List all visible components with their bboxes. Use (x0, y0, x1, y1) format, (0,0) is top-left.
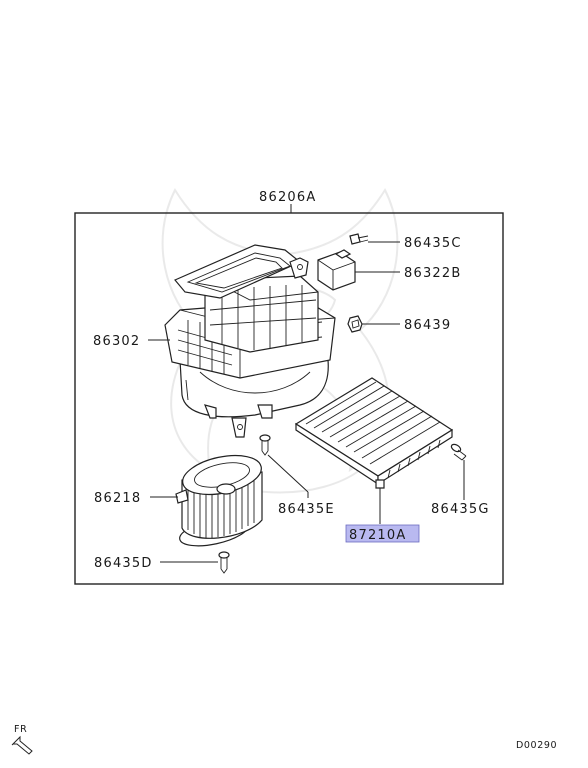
screw-86435e (259, 434, 271, 456)
direction-label: FR (14, 724, 27, 735)
part-label: 86435D (94, 556, 153, 571)
part-label: 86439 (404, 318, 451, 333)
part-label: 86218 (94, 491, 141, 506)
callout-86435e: 86435E (267, 454, 335, 517)
blower-case (164, 244, 336, 438)
part-label: 86435C (404, 236, 462, 251)
screw-86435g (450, 443, 467, 461)
callout-86322b: 86322B (355, 266, 461, 281)
callout-86435d: 86435D (94, 556, 218, 571)
callout-86435c: 86435C (368, 236, 462, 251)
callout-87210a: 87210A (345, 488, 420, 543)
assembly-label: 86206A (259, 190, 316, 205)
highlight-box (345, 524, 420, 543)
part-label: 86322B (404, 266, 461, 281)
part-label: 86435E (278, 502, 335, 517)
diagram-frame (74, 212, 504, 585)
screw-86435d (218, 551, 230, 574)
diagram-code: D00290 (516, 740, 557, 751)
arrow-icon (11, 735, 33, 755)
callout-86435g: 86435G (431, 460, 490, 517)
callout-86302: 86302 (93, 334, 170, 349)
air-filter (294, 377, 454, 489)
clip (347, 315, 363, 333)
blower-fan (175, 454, 263, 547)
part-label: 86435G (431, 502, 490, 517)
callout-86218: 86218 (94, 491, 178, 506)
screw-86435c (349, 233, 369, 245)
part-label: 87210A (349, 528, 406, 543)
callout-86439: 86439 (362, 318, 451, 333)
blower-resistor (317, 249, 356, 291)
front-direction-indicator: FR (11, 724, 33, 755)
part-label: 86302 (93, 334, 140, 349)
